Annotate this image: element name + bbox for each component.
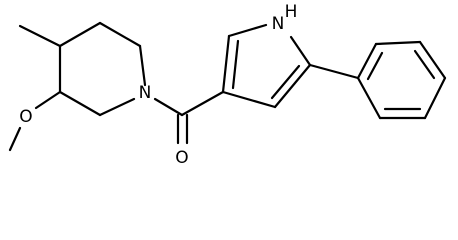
atom-label-h-pyrrole: H <box>285 2 298 22</box>
atom-label-n-pyrrole: N <box>272 14 285 34</box>
bond-pip-n-c2 <box>98 97 136 117</box>
bond-ph-3 <box>418 40 447 80</box>
atom-label-o-methoxy: O <box>19 107 32 127</box>
bond-pyr-c2-n <box>227 23 268 38</box>
bond-pyr-c5-c4-inner <box>270 64 301 100</box>
bond-pip-c6-n <box>138 44 147 87</box>
bond-ph-1-inner <box>366 51 384 81</box>
molecule-drawing: N O O N H <box>8 2 447 168</box>
bond-n-carbonyl <box>153 97 184 117</box>
bond-ph-4 <box>423 76 447 120</box>
bond-pip-c5-c6 <box>98 21 142 48</box>
atom-label-o-carbonyl: O <box>175 148 188 168</box>
bond-ph-1 <box>356 42 378 80</box>
bond-pyrrole-phenyl <box>308 63 360 80</box>
bond-pyr-c5-c4 <box>273 63 312 109</box>
bond-carbonyl-pyrrole <box>180 90 225 117</box>
bond-pyr-c4-c3 <box>221 90 277 109</box>
bond-pyr-c3-c2-inner <box>231 39 240 90</box>
bond-ph-2 <box>374 40 422 46</box>
bond-pip-c2-c3 <box>58 90 102 117</box>
bond-methyl <box>18 24 62 48</box>
bond-ph-3-inner <box>413 49 436 80</box>
bond-o-ch3 <box>8 126 22 152</box>
structure-canvas: N O O N H <box>8 2 447 168</box>
bond-pyr-n-c5 <box>289 35 312 67</box>
bond-pip-c4-c5 <box>58 21 102 48</box>
bond-pyr-c3-c2 <box>221 34 231 94</box>
atom-label-n-piperidine: N <box>139 83 152 103</box>
bond-c3-o <box>34 90 62 110</box>
bond-ph-6 <box>356 76 382 120</box>
